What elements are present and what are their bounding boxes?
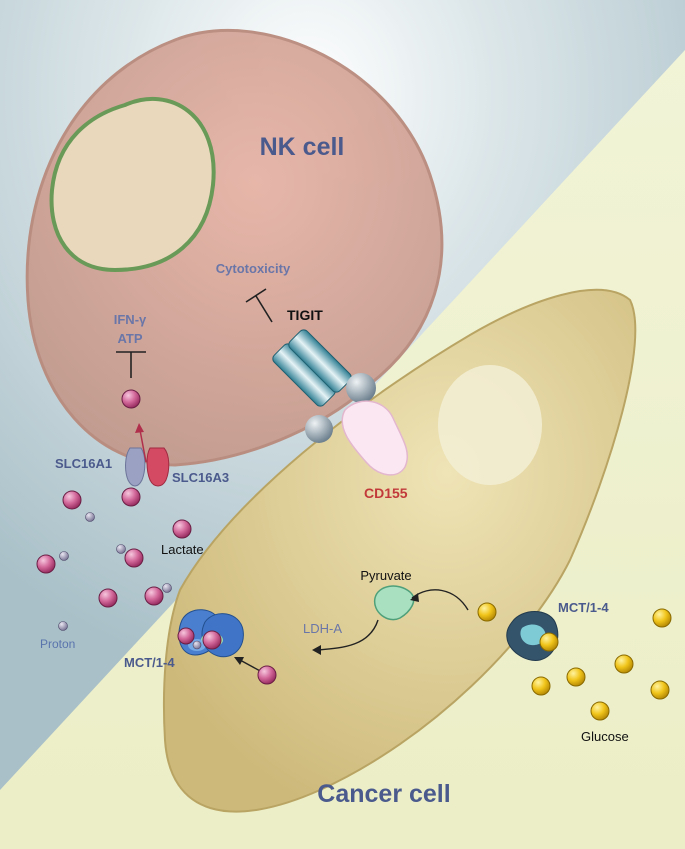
lactate-label: Lactate (161, 542, 204, 557)
inhibit-symbol-ifn-atp (116, 351, 146, 378)
tigit-receptor (272, 329, 376, 443)
ldha-label: LDH-A (303, 621, 342, 636)
lactate-molecules (36, 389, 277, 685)
lactate-export-arrow (135, 423, 147, 463)
cancer-nucleus (438, 365, 542, 485)
nk-nucleus (49, 96, 216, 273)
slc16-transporter (125, 447, 170, 487)
slc16a3-label: SLC16A3 (172, 470, 229, 485)
proton-label: Proton (40, 637, 75, 651)
pyruvate-molecule (373, 585, 415, 621)
proton-molecules (58, 512, 202, 650)
glucose-molecules (477, 602, 672, 721)
mct-left-label: MCT/1-4 (124, 655, 175, 670)
inhibit-symbol-cytotoxicity (245, 288, 273, 323)
cancer-cell-title: Cancer cell (317, 780, 450, 808)
mct-transporter-left (178, 609, 244, 658)
glucose-label: Glucose (581, 729, 629, 744)
pyruvate-to-lactate-arrow (312, 619, 379, 655)
pyruvate-label: Pyruvate (360, 568, 411, 583)
nk-cell-title: NK cell (260, 133, 345, 161)
cd155-ligand (341, 400, 409, 476)
mct-right-label: MCT/1-4 (558, 600, 609, 615)
lactate-to-mct-arrow (234, 657, 263, 673)
cytotoxicity-label: Cytotoxicity (216, 261, 291, 276)
glucose-to-pyruvate-arrow (410, 589, 469, 611)
cd155-label: CD155 (364, 485, 408, 501)
tigit-label: TIGIT (287, 307, 323, 323)
slc16a1-label: SLC16A1 (55, 456, 112, 471)
atp-label: ATP (117, 331, 142, 346)
ifn-gamma-label: IFN-γ (114, 312, 147, 327)
